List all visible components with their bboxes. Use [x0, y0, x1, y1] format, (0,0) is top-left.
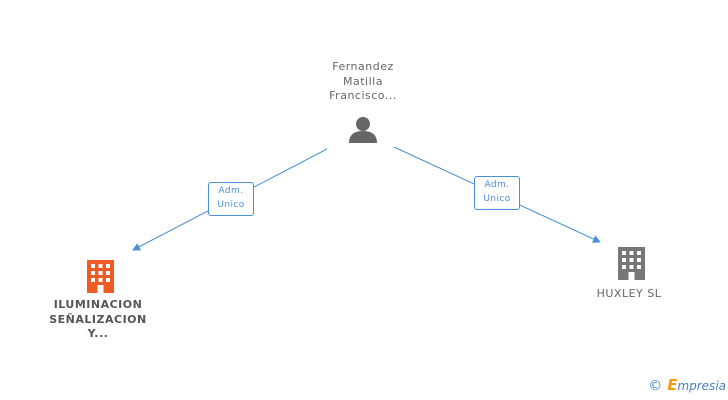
person-name-line: Fernandez: [332, 60, 394, 73]
person-name-line: Matilla: [343, 74, 383, 88]
edge-label-line: Adm.: [218, 186, 244, 196]
person-name-line: Francisco...: [329, 89, 397, 102]
building-icon[interactable]: [618, 247, 645, 280]
company-name[interactable]: ILUMINACION SEÑALIZACION Y...: [28, 298, 168, 342]
person-icon[interactable]: [349, 117, 377, 143]
edge-label-line: Unico: [217, 200, 245, 210]
edge-label: Adm. Unico: [474, 176, 520, 210]
company-name-line: Y...: [87, 327, 109, 340]
copyright-icon: ©: [648, 378, 663, 394]
company-name-line: HUXLEY SL: [596, 287, 662, 300]
brand-logo: ©Empresia: [648, 376, 726, 394]
company-name-line: ILUMINACION: [53, 298, 143, 311]
brand-name: mpresia: [677, 379, 726, 393]
edge-label-line: Unico: [483, 194, 511, 204]
brand-initial: E: [667, 376, 678, 394]
person-name[interactable]: Fernandez Matilla Francisco...: [299, 60, 427, 104]
edge-label: Adm. Unico: [208, 182, 254, 216]
company-name-line: SEÑALIZACION: [49, 312, 147, 326]
building-icon[interactable]: [87, 260, 114, 293]
edge-label-line: Adm.: [484, 180, 510, 190]
company-name[interactable]: HUXLEY SL: [568, 287, 690, 302]
